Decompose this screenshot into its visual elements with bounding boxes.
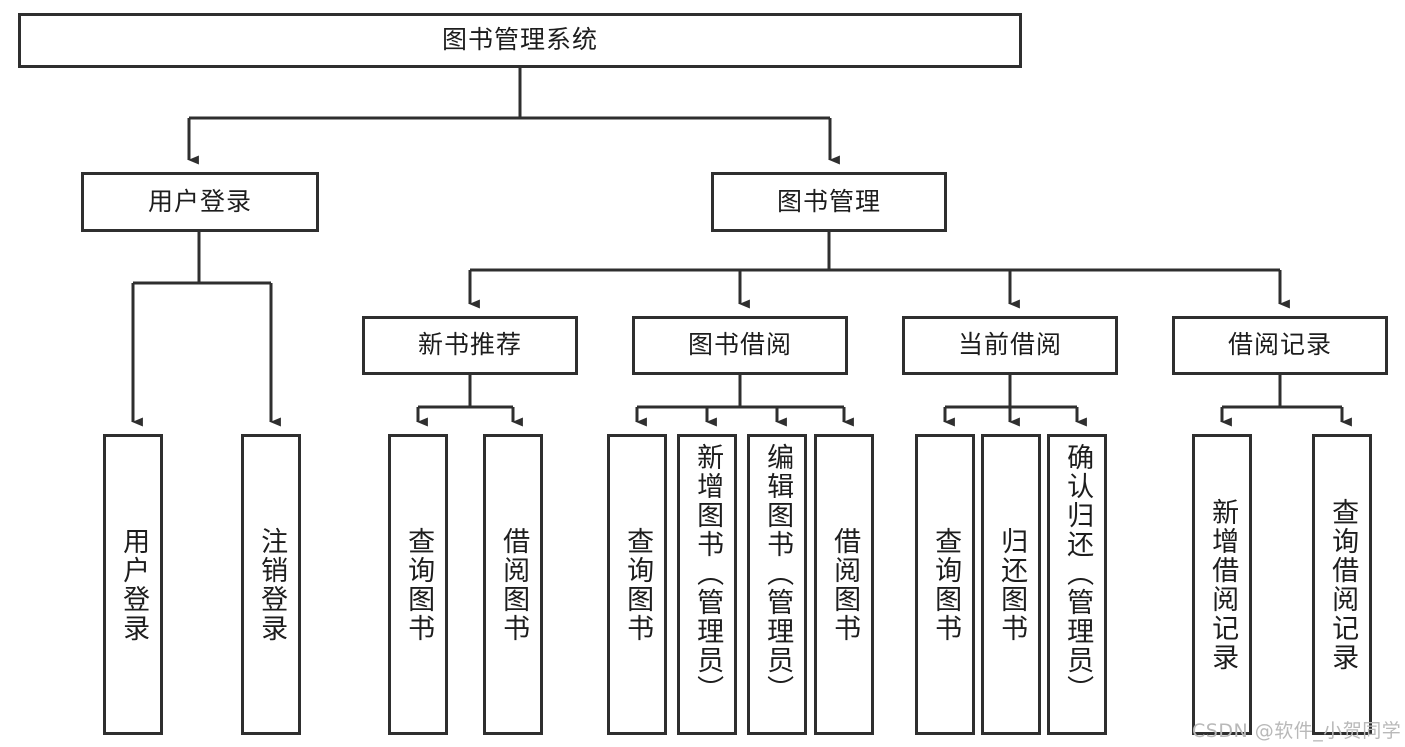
leaf-current-borrow-return-book[interactable]: 归还图书 — [981, 434, 1041, 735]
leaf-book-borrow-edit-book-admin[interactable]: 编辑图书（管理员） — [747, 434, 807, 735]
node-label: 借阅记录 — [1227, 330, 1332, 360]
node-label: 借阅图书 — [829, 526, 861, 643]
leaf-new-book-query-book[interactable]: 查询图书 — [388, 434, 448, 735]
node-label: 归还图书 — [996, 526, 1028, 643]
leaf-book-borrow-borrow-book[interactable]: 借阅图书 — [814, 434, 874, 735]
node-label: 查询图书 — [403, 526, 435, 643]
node-label: 图书管理系统 — [441, 25, 598, 55]
node-label: 用户登录 — [147, 186, 252, 216]
node-label: 新增借阅记录 — [1207, 497, 1239, 672]
node-book-management[interactable]: 图书管理 — [711, 172, 947, 232]
node-label: 图书管理 — [776, 186, 881, 216]
node-label: 图书借阅 — [687, 330, 792, 360]
node-label: 确认归还（管理员） — [1062, 443, 1094, 704]
node-label: 新书推荐 — [417, 330, 522, 360]
leaf-book-borrow-add-book-admin[interactable]: 新增图书（管理员） — [677, 434, 737, 735]
node-label: 当前借阅 — [957, 330, 1062, 360]
leaf-user-login-logout[interactable]: 注销登录 — [241, 434, 301, 735]
node-label: 借阅图书 — [498, 526, 530, 643]
leaf-current-borrow-query-book[interactable]: 查询图书 — [915, 434, 975, 735]
node-label: 新增图书（管理员） — [692, 443, 724, 704]
node-user-login[interactable]: 用户登录 — [81, 172, 319, 232]
node-label: 注销登录 — [256, 526, 288, 643]
node-label: 查询图书 — [930, 526, 962, 643]
node-current-borrow[interactable]: 当前借阅 — [902, 316, 1118, 375]
leaf-current-borrow-confirm-return-admin[interactable]: 确认归还（管理员） — [1047, 434, 1107, 735]
node-borrow-record[interactable]: 借阅记录 — [1172, 316, 1388, 375]
node-label: 查询图书 — [622, 526, 654, 643]
leaf-borrow-record-query-record[interactable]: 查询借阅记录 — [1312, 434, 1372, 735]
node-label: 查询借阅记录 — [1327, 497, 1359, 672]
node-label: 编辑图书（管理员） — [762, 443, 794, 704]
node-label: 用户登录 — [118, 526, 150, 643]
leaf-user-login-login[interactable]: 用户登录 — [103, 434, 163, 735]
node-root-book-management-system[interactable]: 图书管理系统 — [18, 13, 1022, 68]
node-new-book-recommend[interactable]: 新书推荐 — [362, 316, 578, 375]
leaf-new-book-borrow-book[interactable]: 借阅图书 — [483, 434, 543, 735]
watermark-csdn: CSDN @软件_小贺同学 — [1192, 720, 1402, 742]
leaf-book-borrow-query-book[interactable]: 查询图书 — [607, 434, 667, 735]
leaf-borrow-record-add-record[interactable]: 新增借阅记录 — [1192, 434, 1252, 735]
node-book-borrow[interactable]: 图书借阅 — [632, 316, 848, 375]
